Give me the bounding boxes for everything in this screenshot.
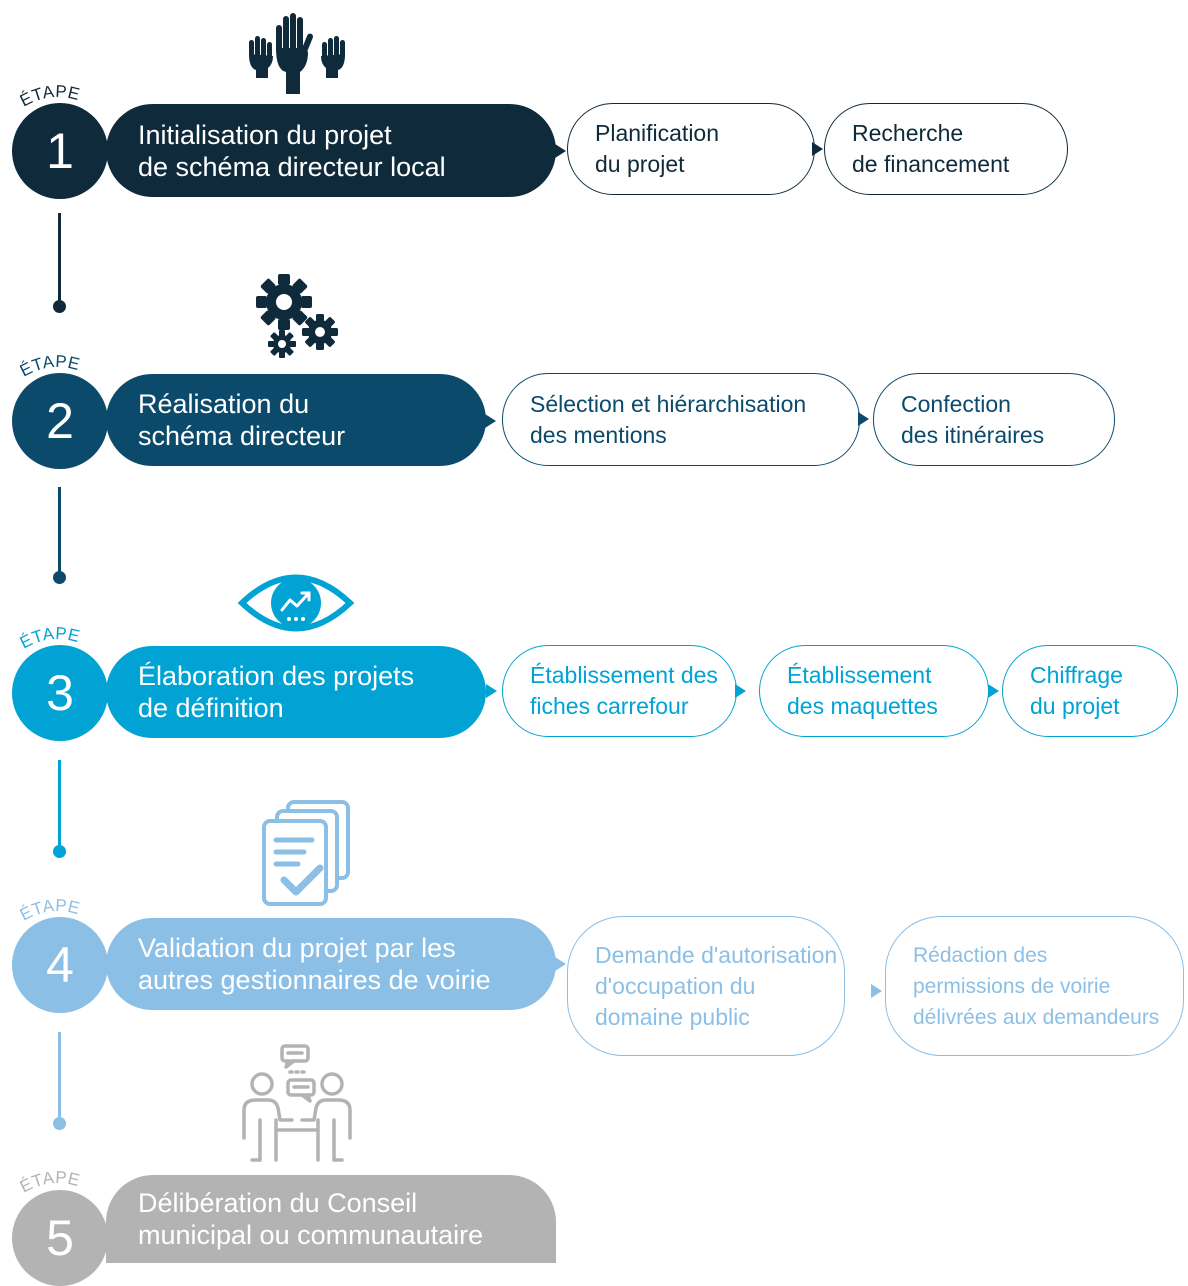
arrow <box>485 414 496 428</box>
connector-line <box>58 760 61 850</box>
step-3-title: Élaboration des projets de définition <box>106 646 486 738</box>
arrow <box>988 684 999 698</box>
step-4-title: Validation du projet par les autres gest… <box>106 918 556 1010</box>
connector-line <box>58 1032 61 1122</box>
step-1-number: 1 <box>12 103 108 199</box>
substep-4-2: Rédaction des permissions de voirie déli… <box>885 916 1184 1056</box>
substep-3-2: Établissement des maquettes <box>759 645 989 737</box>
step-2-number: 2 <box>12 373 108 469</box>
connector-line <box>58 213 61 303</box>
raised-hands-icon <box>249 13 345 94</box>
substep-3-1: Établissement des fiches carrefour <box>502 645 737 737</box>
substep-1-1: Planification du projet <box>567 103 815 195</box>
substep-3-3: Chiffrage du projet <box>1002 645 1178 737</box>
substep-4-1: Demande d'autorisation d'occupation du d… <box>567 916 845 1056</box>
arrow <box>812 142 823 156</box>
step-2-title: Réalisation du schéma directeur <box>106 374 486 466</box>
step-5-number: 5 <box>12 1190 108 1286</box>
connector-line <box>58 487 61 577</box>
step-1-title: Initialisation du projet de schéma direc… <box>106 104 556 197</box>
substep-2-1: Sélection et hiérarchisation des mention… <box>502 373 860 466</box>
meeting-icon <box>242 1044 352 1162</box>
substep-2-2: Confection des itinéraires <box>873 373 1115 466</box>
connector-dot <box>53 571 66 584</box>
arrow <box>555 957 566 971</box>
step-5-title: Délibération du Conseil municipal ou com… <box>106 1175 556 1263</box>
gears-icon <box>256 274 338 358</box>
eye-chart-icon <box>237 574 355 632</box>
connector-dot <box>53 845 66 858</box>
connector-dot <box>53 1117 66 1130</box>
connector-dot <box>53 300 66 313</box>
document-check-icon <box>262 800 350 906</box>
step-4-number: 4 <box>12 917 108 1013</box>
arrow <box>555 144 566 158</box>
arrow <box>486 684 497 698</box>
substep-1-2: Recherche de financement <box>824 103 1068 195</box>
arrow <box>871 984 882 998</box>
arrow <box>858 412 869 426</box>
step-3-number: 3 <box>12 645 108 741</box>
arrow <box>735 684 746 698</box>
